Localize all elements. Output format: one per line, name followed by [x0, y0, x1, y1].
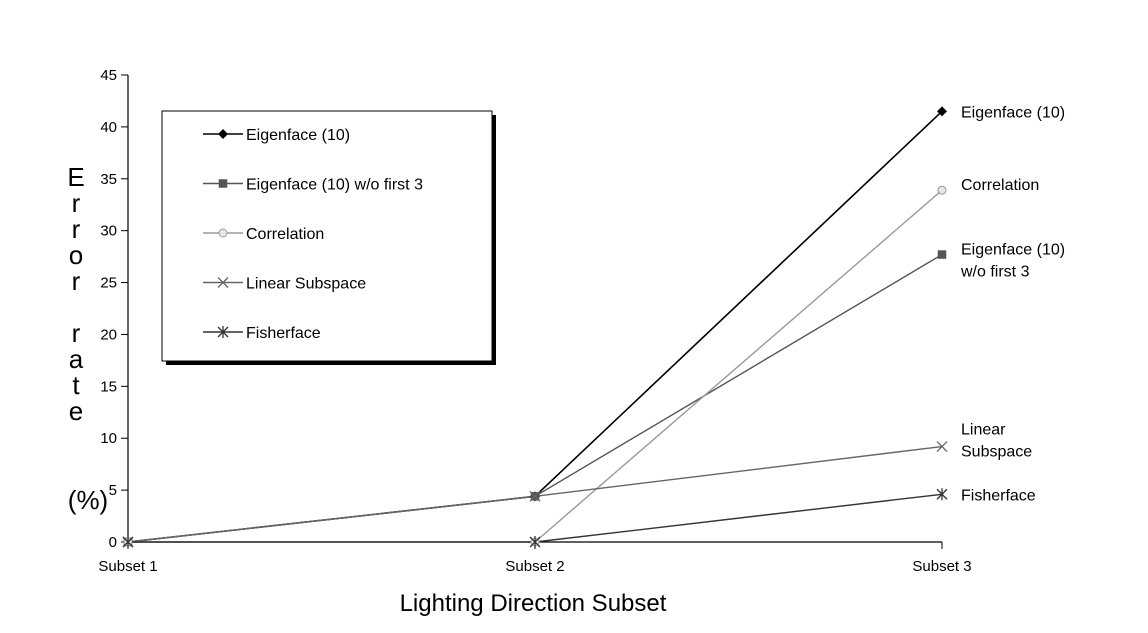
legend-label: Fisherface: [246, 325, 321, 342]
data-point: [529, 490, 541, 502]
legend-marker: [218, 179, 228, 188]
x-tick-label: Subset 1: [98, 558, 157, 575]
legend-label: Linear Subspace: [246, 276, 366, 293]
series-end-label: Linear: [961, 422, 1006, 439]
legend-marker: [217, 277, 229, 288]
y-tick-label: 10: [100, 430, 117, 447]
legend-box: [161, 110, 493, 362]
x-tick-label: Subset 2: [505, 558, 564, 575]
legend-marker: [217, 326, 229, 338]
y-tick-label: 45: [100, 67, 117, 84]
series-end-label: Eigenface (10): [961, 104, 1065, 121]
series-end-label: Correlation: [961, 177, 1039, 194]
y-tick-label: 30: [100, 223, 117, 240]
data-point: [936, 488, 948, 501]
y-tick-label: 15: [100, 378, 117, 395]
data-point: [936, 441, 948, 452]
legend-label: Eigenface (10) w/o first 3: [246, 177, 423, 194]
data-point: [937, 106, 947, 117]
y-axis-title-letter: e: [69, 396, 83, 426]
y-axis-title-letter: o: [69, 240, 83, 270]
legend-label: Correlation: [246, 226, 324, 243]
data-point: [529, 536, 541, 548]
y-tick-label: 25: [100, 275, 117, 292]
data-point: [937, 185, 947, 195]
x-axis-title: Lighting Direction Subset: [400, 590, 667, 617]
series-end-label: Fisherface: [961, 487, 1036, 504]
y-axis-unit: (%): [68, 485, 108, 515]
y-tick-label: 5: [109, 482, 117, 499]
y-axis-title-letter: a: [69, 344, 84, 374]
x-tick-label: Subset 3: [912, 558, 971, 575]
y-axis-title-letter: r: [72, 188, 81, 218]
y-axis-title-letter: t: [72, 370, 80, 400]
y-axis-title-letter: r: [72, 266, 81, 296]
y-tick-label: 35: [100, 171, 117, 188]
y-tick-label: 20: [100, 326, 117, 343]
series-end-label: Eigenface (10): [961, 242, 1065, 259]
series-line-4: [128, 493, 943, 543]
data-point: [937, 250, 947, 259]
data-point: [122, 536, 134, 548]
series-end-label: Subspace: [961, 444, 1032, 461]
series-end-label: w/o first 3: [960, 264, 1030, 281]
legend-label: Eigenface (10): [246, 127, 350, 144]
y-axis-title-letter: r: [72, 214, 81, 244]
y-tick-label: 40: [100, 119, 117, 136]
y-axis-title-letter: E: [67, 162, 84, 192]
y-axis-title-letter: r: [72, 318, 81, 348]
legend-marker: [218, 228, 228, 238]
y-tick-label: 0: [109, 534, 117, 551]
legend-marker: [218, 129, 228, 139]
